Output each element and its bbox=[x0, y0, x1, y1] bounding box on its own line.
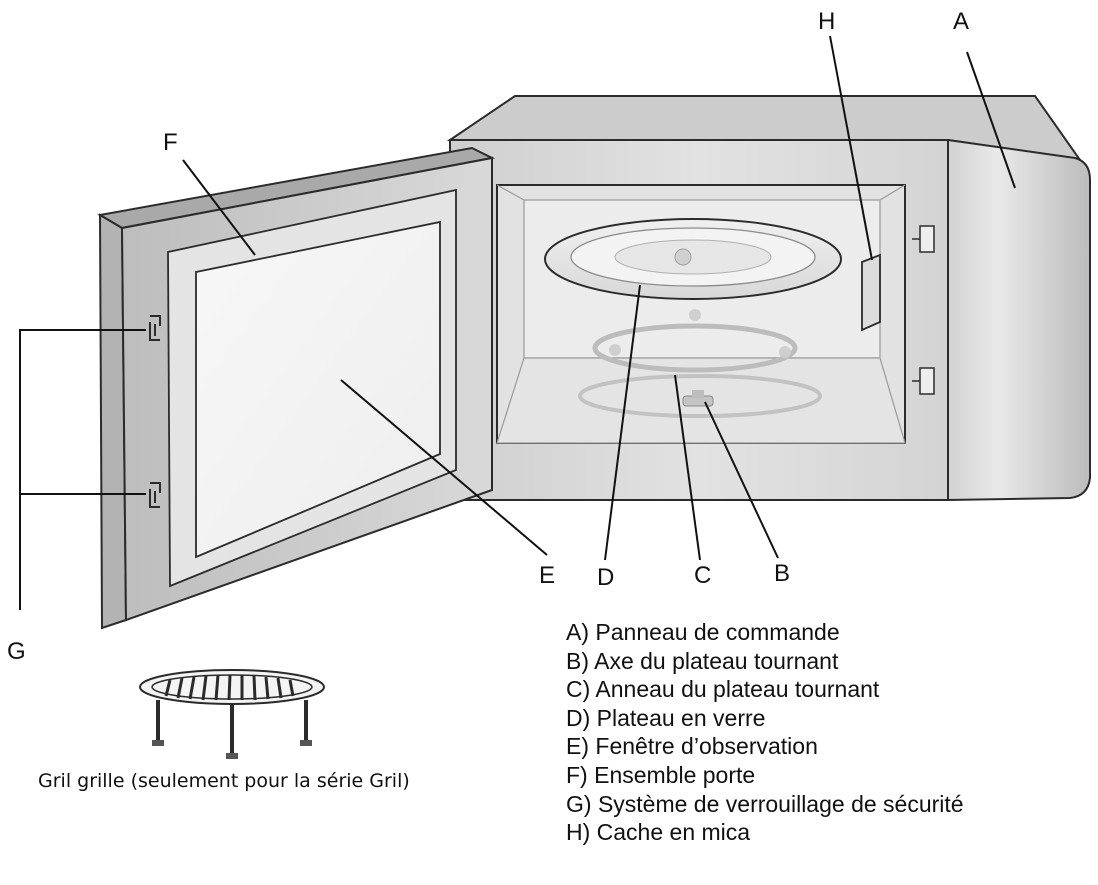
mica-cover bbox=[862, 255, 880, 330]
glass-tray bbox=[545, 219, 841, 299]
legend-item-b: B) Axe du plateau tournant bbox=[566, 647, 964, 676]
callout-c: C bbox=[694, 564, 711, 588]
legend-item-e: E) Fenêtre d’observation bbox=[566, 732, 964, 761]
callout-b: B bbox=[774, 562, 790, 586]
callout-f: F bbox=[163, 131, 178, 155]
callout-a: A bbox=[953, 10, 969, 34]
legend-item-g: G) Système de verrouillage de sécurité bbox=[566, 790, 964, 819]
legend-item-a: A) Panneau de commande bbox=[566, 618, 964, 647]
callout-h: H bbox=[818, 10, 835, 34]
grill-caption: Gril grille (seulement pour la série Gri… bbox=[38, 770, 478, 792]
legend-item-h: H) Cache en mica bbox=[566, 818, 964, 847]
callout-g: G bbox=[7, 640, 26, 664]
legend-item-d: D) Plateau en verre bbox=[566, 704, 964, 733]
legend-item-f: F) Ensemble porte bbox=[566, 761, 964, 790]
legend-item-c: C) Anneau du plateau tournant bbox=[566, 675, 964, 704]
callout-e: E bbox=[539, 564, 555, 588]
parts-legend: A) Panneau de commande B) Axe du plateau… bbox=[566, 618, 964, 847]
callout-d: D bbox=[597, 566, 614, 590]
control-panel bbox=[948, 140, 1090, 500]
microwave-body bbox=[450, 96, 1090, 500]
grill-rack bbox=[140, 670, 324, 759]
door-assembly bbox=[100, 148, 492, 628]
